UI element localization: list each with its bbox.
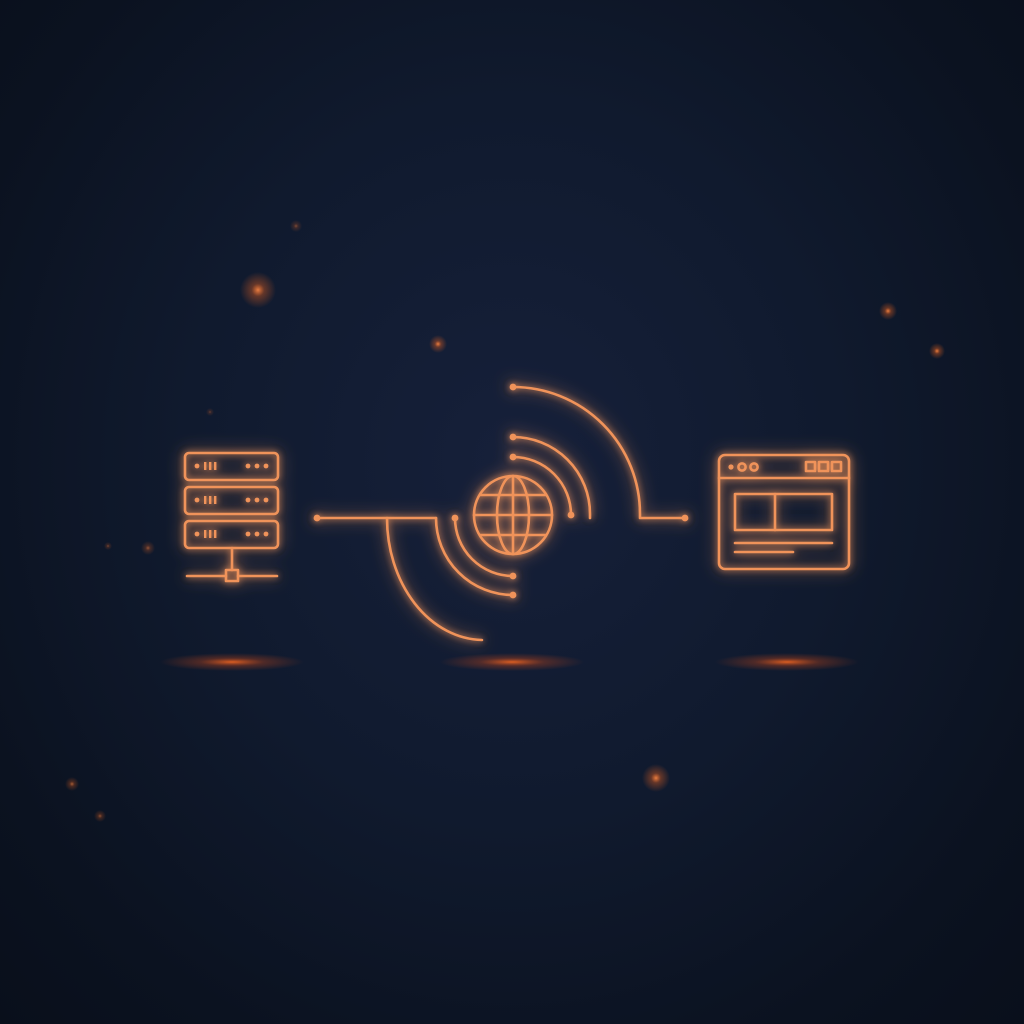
wireless-signal-arcs xyxy=(385,383,689,642)
globe-icon xyxy=(472,474,554,556)
particle xyxy=(94,810,106,822)
server-rack-icon xyxy=(183,451,280,583)
signal-arc-outer-bottom xyxy=(385,516,484,642)
signal-arc-outer-top xyxy=(511,385,687,520)
browser-window-button xyxy=(804,460,817,473)
browser-frame xyxy=(717,453,851,571)
particle xyxy=(104,542,112,550)
connection-line-server-network xyxy=(313,514,438,522)
browser-content-panel xyxy=(733,492,834,532)
particle xyxy=(642,764,670,792)
browser-dot xyxy=(749,462,759,472)
browser-window-button xyxy=(830,460,843,473)
particle xyxy=(65,777,79,791)
browser-dot xyxy=(737,462,747,472)
particle xyxy=(929,343,945,359)
server-unit xyxy=(183,451,280,482)
server-network-port xyxy=(224,568,240,583)
server-ground-glow xyxy=(160,653,304,671)
browser-dot xyxy=(728,464,734,470)
server-indicators xyxy=(194,462,269,538)
particle xyxy=(290,220,302,232)
signal-arc-inner-top xyxy=(511,455,573,517)
browser-ground-glow xyxy=(715,653,859,671)
particle xyxy=(141,541,155,555)
signal-arc-inner-bottom xyxy=(453,516,515,578)
particle xyxy=(240,272,276,308)
globe-latitudes xyxy=(478,493,548,537)
globe-ground-glow xyxy=(440,653,584,671)
particle xyxy=(206,408,214,416)
signal-arc-mid-top xyxy=(511,435,592,520)
browser-window-button xyxy=(817,460,830,473)
particle xyxy=(429,335,447,353)
connection-node-dot xyxy=(313,514,321,522)
ground-glows xyxy=(160,653,859,671)
particle xyxy=(879,302,897,320)
ambient-particles xyxy=(65,220,945,822)
browser-window-icon xyxy=(717,453,851,571)
signal-arc-mid-bottom xyxy=(434,516,515,597)
server-unit xyxy=(183,485,280,516)
